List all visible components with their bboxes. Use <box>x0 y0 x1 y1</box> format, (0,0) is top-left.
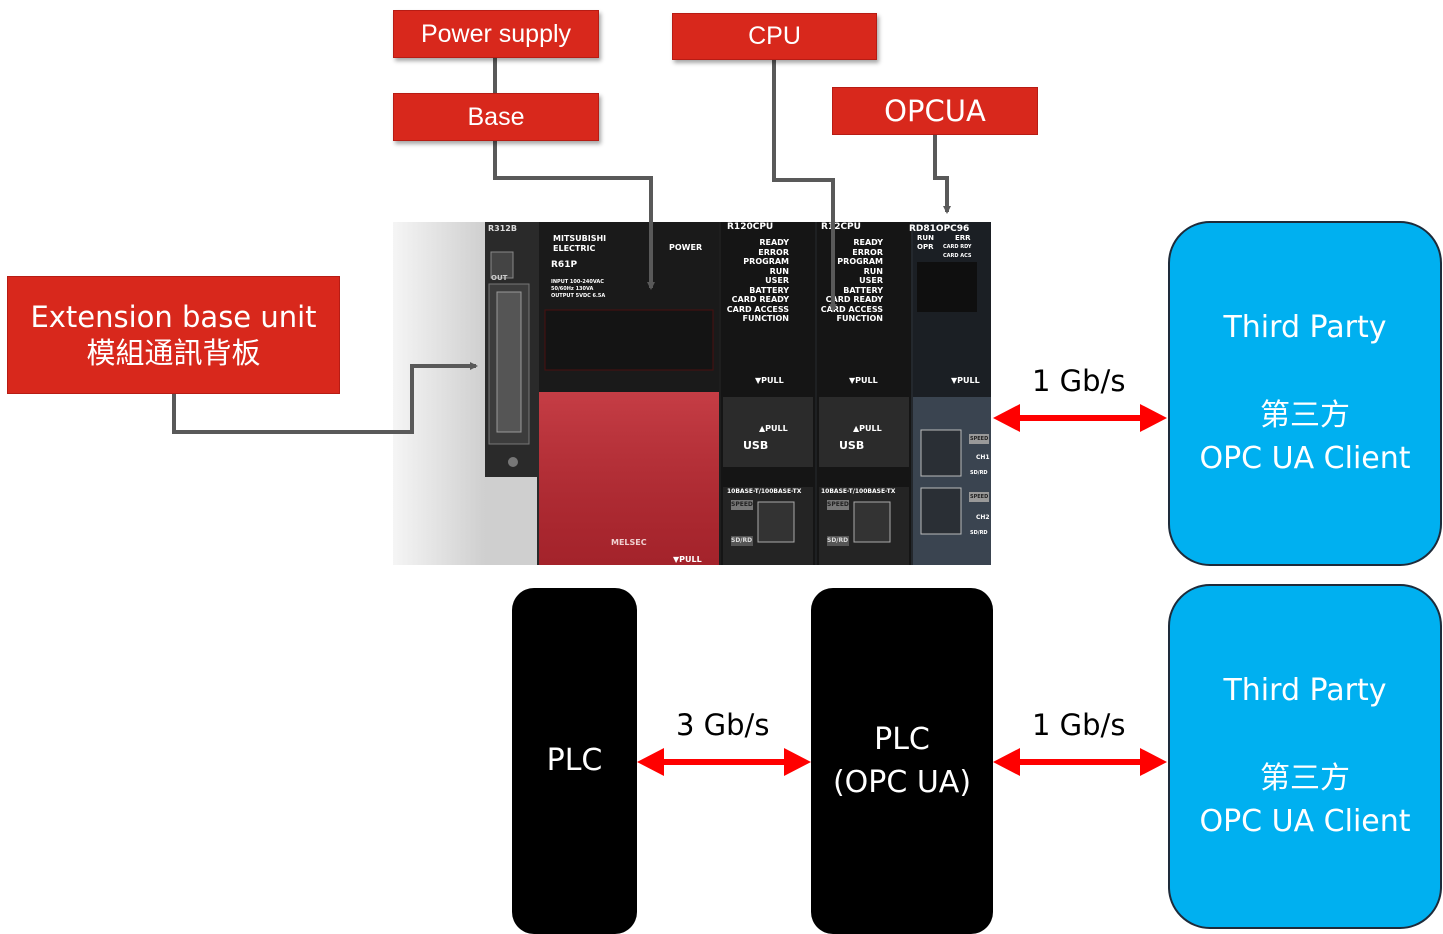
bottom-third-party-client: Third Party 第三方 OPC UA Client <box>1168 584 1442 929</box>
opc-speed-label-1: SPEED <box>970 436 989 442</box>
extension-base-unit-label: Extension base unit 模組通訊背板 <box>7 276 340 394</box>
cpu1-model-label: R120CPU <box>727 222 774 232</box>
cpu2-ethernet-label: 10BASE-T/100BASE-TX <box>821 488 896 495</box>
extension-base-unit-en: Extension base unit <box>30 299 317 334</box>
opc-sdrd-label-1: SD/RD <box>970 470 988 476</box>
top-link-arrow <box>993 404 1167 432</box>
plc-box: PLC <box>512 588 637 934</box>
cpu-connector <box>772 60 837 312</box>
top-client-line1: Third Party <box>1223 310 1387 346</box>
cpu1-pull-up-label: ▲PULL <box>759 424 788 433</box>
extension-base-unit-zh: 模組通訊背板 <box>86 336 261 370</box>
brand-label: MITSUBISHI ELECTRIC <box>553 234 607 253</box>
top-third-party-client: Third Party 第三方 OPC UA Client <box>1168 221 1442 566</box>
opcua-label: OPCUA <box>832 87 1038 135</box>
cpu2-led-program-run: PROGRAM RUN <box>837 257 883 276</box>
base-connector <box>493 141 655 290</box>
cpu1-ethernet-label: 10BASE-T/100BASE-TX <box>727 488 802 495</box>
opc-sdrd-label-2: SD/RD <box>970 530 988 536</box>
cpu2-led-card-access: CARD ACCESS <box>820 304 883 314</box>
opc-pull-label: ▼PULL <box>951 376 980 385</box>
cpu1-led-user: USER <box>765 276 789 285</box>
cpu2-led-list: READY ERROR PROGRAM RUN USER BATTERY CAR… <box>819 238 883 324</box>
cpu1-sdrd-label: SD/RD <box>731 537 753 544</box>
ps-spec-1: INPUT 100-240VAC <box>551 279 604 285</box>
cpu2-speed-label: SPEED <box>827 501 849 508</box>
bottom-client-line2: 第三方 <box>1260 760 1350 796</box>
ext-out-label: OUT <box>491 274 508 282</box>
plc-opc-ua-box: PLC (OPC UA) <box>811 588 993 934</box>
cpu1-led-list: READY ERROR PROGRAM RUN USER BATTERY CAR… <box>723 238 789 324</box>
opc-model-label: RD81OPC96 <box>909 224 970 234</box>
ps-spec-2: 50/60Hz 130VA <box>551 286 594 292</box>
cpu1-led-battery: BATTERY <box>749 285 789 295</box>
base-label: Base <box>393 93 599 141</box>
top-link-speed: 1 Gb/s <box>1032 364 1126 398</box>
cpu2-led-battery: BATTERY <box>843 285 883 295</box>
opc-led-opr: OPR <box>917 243 934 251</box>
cpu1-led-ready: READY <box>759 238 789 247</box>
plc-hardware-photo: R312B OUT MITSUBISHI ELECTRIC R61P POWER… <box>393 222 991 565</box>
cpu1-led-card-access: CARD ACCESS <box>726 304 789 314</box>
cpu2-pull-up-label: ▲PULL <box>853 424 882 433</box>
opc-ch2-label: CH2 <box>976 514 990 521</box>
bottom-client-link-arrow <box>993 748 1167 776</box>
opc-speed-label-2: SPEED <box>970 494 989 500</box>
plc-link-speed: 3 Gb/s <box>676 708 770 742</box>
opc-led-err: ERR <box>955 234 971 242</box>
cpu2-led-ready: READY <box>853 238 883 247</box>
cpu1-speed-label: SPEED <box>731 501 753 508</box>
ps-power-label: POWER <box>669 243 703 252</box>
ps-spec-3: OUTPUT 5VDC 6.5A <box>551 293 606 299</box>
ps-pull-label: ▼PULL <box>673 555 702 564</box>
cpu1-usb-label: USB <box>743 439 769 452</box>
cpu2-model-label: R12CPU <box>821 222 861 232</box>
bottom-client-link-speed: 1 Gb/s <box>1032 708 1126 742</box>
power-supply-label: Power supply <box>393 10 599 58</box>
ext-model-label: R312B <box>488 224 517 233</box>
cpu2-usb-label: USB <box>839 439 865 452</box>
cpu2-sdrd-label: SD/RD <box>827 537 849 544</box>
cpu2-led-user: USER <box>859 276 883 285</box>
melsec-label: MELSEC <box>611 538 647 547</box>
plc-link-arrow <box>637 748 811 776</box>
cpu2-pull-label: ▼PULL <box>849 376 878 385</box>
top-client-line3: OPC UA Client <box>1199 441 1411 477</box>
cpu2-led-card-ready: CARD READY <box>825 295 883 304</box>
plc-label: PLC <box>546 743 603 779</box>
cpu-label: CPU <box>672 13 877 60</box>
plc-opc-line2: (OPC UA) <box>832 765 972 800</box>
cpu1-pull-label: ▼PULL <box>755 376 784 385</box>
opc-led-card-acs: CARD ACS <box>943 253 972 259</box>
cpu1-led-error: ERROR <box>758 247 789 257</box>
cpu1-led-function: FUNCTION <box>742 314 789 323</box>
bottom-client-line3: OPC UA Client <box>1199 804 1411 840</box>
ps-model-label: R61P <box>551 260 578 270</box>
extension-connector <box>172 362 478 434</box>
top-client-line2: 第三方 <box>1260 397 1350 433</box>
plc-opc-line1: PLC <box>874 721 930 757</box>
opc-led-run: RUN <box>917 234 934 242</box>
opc-led-card-rdy: CARD RDY <box>943 244 972 250</box>
opc-ch1-label: CH1 <box>976 454 990 461</box>
cpu1-led-program-run: PROGRAM RUN <box>743 257 789 276</box>
cpu2-led-error: ERROR <box>852 247 883 257</box>
cpu2-led-function: FUNCTION <box>836 314 883 323</box>
bottom-client-line1: Third Party <box>1223 673 1387 709</box>
opcua-connector <box>933 134 951 214</box>
cpu1-led-card-ready: CARD READY <box>731 295 789 304</box>
